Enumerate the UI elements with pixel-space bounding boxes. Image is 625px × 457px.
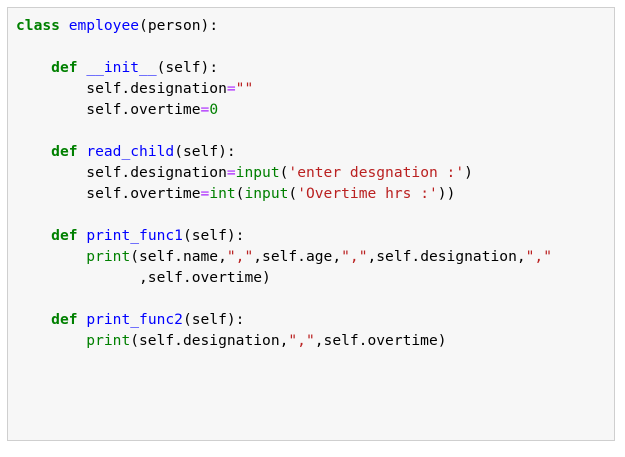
code-token: )	[464, 164, 473, 181]
code-token: ","	[288, 332, 315, 349]
code-token: print_func2	[86, 311, 183, 328]
code-line: print(self.name,",",self.age,",",self.de…	[16, 246, 552, 267]
code-token: __init__	[86, 59, 157, 76]
code-token: (	[279, 164, 289, 181]
code-token: (self.name,	[130, 248, 227, 265]
code-token: (person):	[139, 17, 219, 34]
code-token: def	[51, 227, 78, 244]
code-editor[interactable]: class employee(person): def __init__(sel…	[16, 15, 552, 351]
code-token	[60, 17, 69, 34]
code-token: def	[51, 311, 78, 328]
code-token: employee	[68, 17, 140, 34]
code-token: =	[226, 164, 236, 181]
code-token: def	[51, 59, 78, 76]
code-token: ","	[341, 248, 368, 265]
code-token: class	[16, 17, 60, 34]
code-line: self.designation=input('enter desgnation…	[16, 162, 552, 183]
code-token: self.designation	[16, 80, 227, 97]
code-token: ,self.designation,	[367, 248, 526, 265]
code-token: 'enter desgnation :'	[288, 164, 465, 181]
code-token: (	[235, 185, 245, 202]
code-line: class employee(person):	[16, 15, 552, 36]
code-token	[16, 227, 51, 244]
code-line: def __init__(self):	[16, 57, 552, 78]
code-token	[16, 311, 51, 328]
code-token	[16, 332, 86, 349]
code-token	[78, 227, 87, 244]
code-line	[16, 204, 552, 225]
code-line: print(self.designation,",",self.overtime…	[16, 330, 552, 351]
code-token: print	[86, 248, 131, 265]
code-line	[16, 288, 552, 309]
code-token: ))	[437, 185, 456, 202]
code-token: (self):	[182, 311, 245, 328]
code-token: (	[288, 185, 298, 202]
code-token	[78, 59, 87, 76]
code-token	[78, 143, 87, 160]
code-token	[16, 248, 86, 265]
code-token	[78, 311, 87, 328]
code-line: def read_child(self):	[16, 141, 552, 162]
code-token: input	[235, 164, 280, 181]
code-token: =	[226, 80, 236, 97]
code-token: (self):	[174, 143, 236, 160]
code-token: input	[244, 185, 289, 202]
code-token: 'Overtime hrs :'	[297, 185, 438, 202]
code-token: print_func1	[86, 227, 183, 244]
code-line: def print_func2(self):	[16, 309, 552, 330]
code-cell[interactable]: class employee(person): def __init__(sel…	[7, 7, 615, 441]
code-token	[16, 143, 51, 160]
code-line: self.overtime=0	[16, 99, 552, 120]
code-token: ","	[226, 248, 254, 265]
code-token	[16, 59, 51, 76]
code-token: (self):	[182, 227, 245, 244]
code-line: self.designation=""	[16, 78, 552, 99]
code-token: 0	[209, 101, 219, 118]
code-token: ","	[525, 248, 552, 265]
code-token: ,self.overtime)	[314, 332, 447, 349]
code-token: ,self.overtime)	[16, 269, 271, 286]
code-token: self.designation	[16, 164, 227, 181]
code-token: print	[86, 332, 131, 349]
code-token: ""	[235, 80, 254, 97]
code-token: self.overtime	[16, 101, 201, 118]
code-token: int	[209, 185, 236, 202]
code-line: ,self.overtime)	[16, 267, 552, 288]
code-token: self.overtime	[16, 185, 201, 202]
code-token: ,self.age,	[253, 248, 342, 265]
code-token: read_child	[86, 143, 175, 160]
code-token: =	[200, 185, 210, 202]
code-line	[16, 120, 552, 141]
code-line: def print_func1(self):	[16, 225, 552, 246]
code-token: def	[51, 143, 78, 160]
code-token: =	[200, 101, 210, 118]
code-token: (self.designation,	[130, 332, 289, 349]
code-line: self.overtime=int(input('Overtime hrs :'…	[16, 183, 552, 204]
code-line	[16, 36, 552, 57]
code-token: (self):	[156, 59, 219, 76]
